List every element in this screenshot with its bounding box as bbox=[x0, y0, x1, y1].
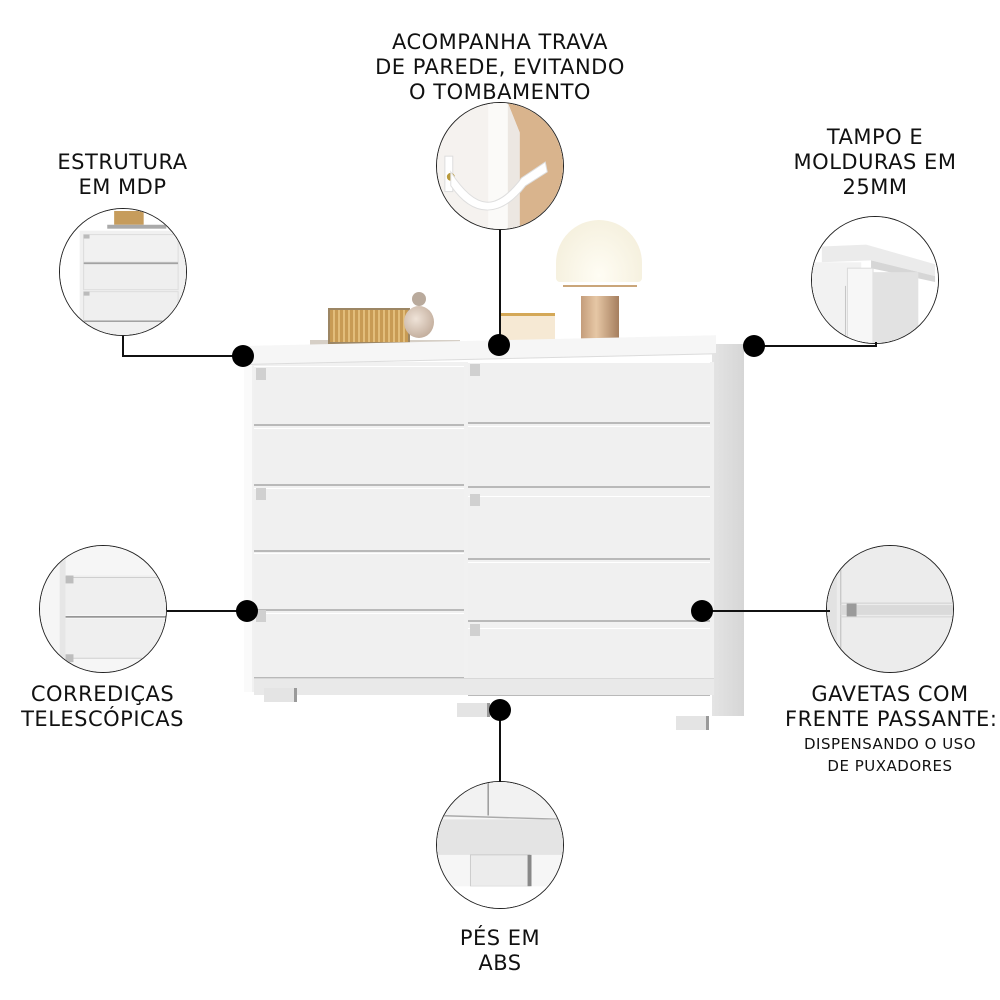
hotspot-dot-wall-anchor bbox=[488, 334, 510, 356]
label-telescopic-slides: CORREDIÇAS TELESCÓPICAS bbox=[10, 682, 195, 732]
lamp-arm bbox=[563, 285, 637, 287]
label-line: ACOMPANHA TRAVA bbox=[391, 30, 608, 54]
wall-anchor-bracket-icon bbox=[437, 103, 563, 229]
label-abs-feet: PÉS EM ABS bbox=[420, 926, 580, 976]
drawer-notch bbox=[256, 488, 266, 500]
top-molding-detail-image bbox=[812, 217, 938, 343]
label-line: EM MDP bbox=[78, 175, 167, 200]
connector-line bbox=[875, 342, 877, 347]
connector-line bbox=[167, 610, 247, 612]
lamp-shade bbox=[556, 220, 642, 282]
foot-right bbox=[676, 716, 709, 730]
drawer-right-4 bbox=[468, 562, 710, 622]
lamp-base bbox=[581, 296, 619, 342]
dresser-side-panel bbox=[712, 344, 744, 716]
drawer-left-5 bbox=[254, 613, 464, 679]
drawer-front-detail-image bbox=[827, 546, 953, 672]
detail-circle-feet bbox=[436, 781, 564, 909]
label-line: GAVETAS COM bbox=[811, 682, 969, 706]
drawer-notch bbox=[470, 494, 480, 506]
foot-center bbox=[457, 703, 490, 717]
dresser-top bbox=[244, 335, 716, 365]
connector-line bbox=[754, 345, 876, 347]
detail-circle-drawer-front bbox=[826, 545, 954, 673]
rattan-box-decor bbox=[328, 308, 410, 344]
drawer-left-4 bbox=[254, 553, 464, 611]
connector-line bbox=[499, 230, 501, 345]
glass-bottle-decor bbox=[404, 292, 434, 340]
drawer-notch bbox=[470, 624, 480, 636]
connector-line bbox=[122, 355, 243, 357]
label-line: TELESCÓPICAS bbox=[21, 707, 184, 732]
label-line: 25MM bbox=[842, 175, 908, 200]
label-line: O TOMBAMENTO bbox=[409, 80, 591, 105]
detail-circle-top-25mm bbox=[811, 216, 939, 344]
dresser-plinth bbox=[254, 678, 714, 695]
label-top-25mm: TAMPO E MOLDURAS EM 25MM bbox=[785, 125, 965, 201]
mdp-detail-image bbox=[60, 209, 186, 335]
hotspot-dot-slides bbox=[236, 600, 258, 622]
label-line: TAMPO E bbox=[826, 125, 924, 149]
dresser bbox=[244, 335, 744, 730]
hotspot-dot-feet bbox=[489, 699, 511, 721]
detail-circle-wall-anchor bbox=[436, 102, 564, 230]
connector-line bbox=[702, 610, 830, 612]
label-line: MOLDURAS EM bbox=[793, 150, 957, 175]
hotspot-dot-top-25mm bbox=[743, 335, 765, 357]
foot-left bbox=[264, 688, 297, 702]
hotspot-dot-mdp bbox=[232, 345, 254, 367]
telescopic-slide-detail-image bbox=[40, 546, 166, 672]
label-line: ABS bbox=[478, 951, 522, 976]
drawer-notch bbox=[470, 364, 480, 376]
drawer-notch bbox=[256, 610, 266, 622]
hotspot-dot-drawer-front bbox=[691, 600, 713, 622]
label-subline: DE PUXADORES bbox=[827, 757, 953, 776]
label-wall-anchor: ACOMPANHA TRAVA DE PAREDE, EVITANDO O TO… bbox=[370, 30, 630, 106]
label-line: CORREDIÇAS bbox=[30, 682, 175, 706]
drawer-right-1 bbox=[468, 362, 710, 424]
label-line: DE PAREDE, EVITANDO bbox=[375, 55, 625, 80]
drawer-right-2 bbox=[468, 426, 710, 488]
drawer-notch bbox=[256, 368, 266, 380]
drawer-left-1 bbox=[254, 366, 464, 426]
label-line: FRENTE PASSANTE: bbox=[785, 707, 998, 732]
label-line: ESTRUTURA bbox=[57, 150, 188, 174]
label-drawer-front: GAVETAS COM FRENTE PASSANTE: DISPENSANDO… bbox=[785, 682, 998, 778]
detail-circle-mdp bbox=[59, 208, 187, 336]
abs-foot-detail-image bbox=[437, 782, 563, 908]
label-subline: DISPENSANDO O USO bbox=[803, 735, 977, 754]
label-mdp-structure: ESTRUTURA EM MDP bbox=[40, 150, 205, 200]
connector-line bbox=[499, 710, 501, 782]
label-line: PÉS EM bbox=[459, 926, 541, 950]
drawer-left-3 bbox=[254, 488, 464, 552]
drawer-right-3 bbox=[468, 496, 710, 560]
drawer-left-2 bbox=[254, 428, 464, 486]
connector-line bbox=[122, 336, 124, 357]
detail-circle-slides bbox=[39, 545, 167, 673]
